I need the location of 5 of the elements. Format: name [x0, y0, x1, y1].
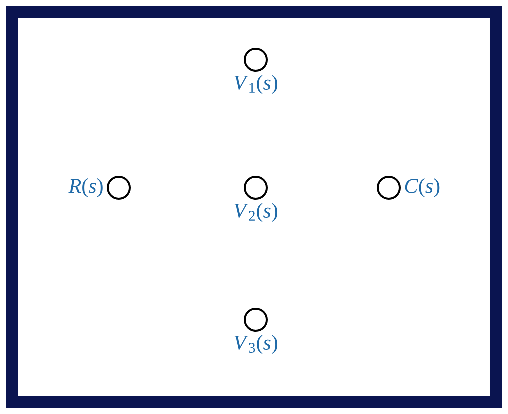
node-label: V$_{2}$(s): [234, 203, 278, 222]
node-label: V$_{3}$(s): [234, 335, 278, 354]
node-label: R(s): [68, 178, 103, 198]
node-label: C(s): [405, 178, 440, 198]
node-label: V$_{1}$(s): [234, 75, 278, 94]
